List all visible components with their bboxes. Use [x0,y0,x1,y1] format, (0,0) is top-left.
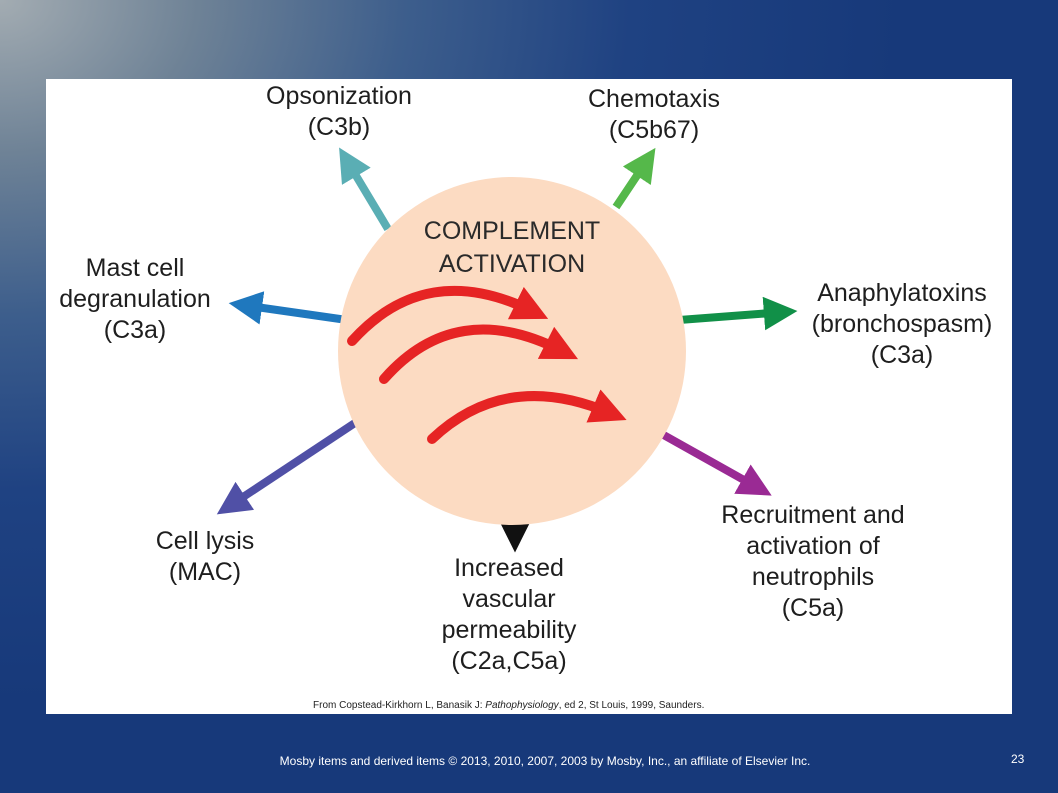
citation-book-title: Pathophysiology [485,700,559,711]
inner-curved-arrow [427,389,627,444]
chemotaxis-arrow [612,147,656,210]
label-line: Opsonization [266,82,412,110]
inner-curved-arrow [347,285,549,346]
copyright-footer: Mosby items and derived items © 2013, 20… [279,754,811,768]
citation-suffix: , ed 2, St Louis, 1999, Saunders. [558,700,705,711]
opsonization-arrow [339,147,392,232]
label-line: (C3b) [307,113,371,141]
label-line: neutrophils [751,563,875,591]
label-line: (bronchospasm) [811,310,993,338]
label-line: permeability [441,616,577,644]
opsonization-label: Opsonization (C3b) [266,81,412,143]
anaphylatoxins-label: Anaphylatoxins (bronchospasm) (C3a) [812,278,993,371]
complement-activation-circle [338,177,686,525]
label-line: (MAC) [168,558,242,586]
label-line: (C3a) [103,316,167,344]
complement-diagram [216,147,798,553]
diagram-panel: COMPLEMENT ACTIVATION Opsonization (C3b)… [46,79,1012,714]
mast-cell-arrow [228,291,355,325]
label-line: vascular [462,585,556,613]
label-line: (C5a) [781,594,845,622]
label-line: Recruitment and [721,501,905,529]
label-line: (C2a,C5a) [451,647,567,675]
label-line: (C3a) [870,341,934,369]
neutrophils-label: Recruitment and activation of neutrophil… [721,500,904,624]
inner-curved-arrow [379,324,579,384]
center-title-line: ACTIVATION [438,250,586,278]
label-line: Anaphylatoxins [817,279,987,307]
cell-lysis-arrow [216,405,379,515]
permeability-label: Increased vascular permeability (C2a,C5a… [442,553,577,677]
source-citation: From Copstead-Kirkhorn L, Banasik J: Pat… [313,700,704,711]
center-title-line: COMPLEMENT [423,217,601,245]
anaphylatoxins-arrow [665,296,798,331]
citation-prefix: From Copstead-Kirkhorn L, Banasik J: [313,700,486,711]
label-line: Chemotaxis [588,85,720,113]
label-line: Increased [454,554,564,582]
label-line: Cell lysis [155,527,255,555]
label-line: degranulation [59,285,211,313]
label-line: Mast cell [85,254,185,282]
page-number: 23 [1011,752,1025,766]
cell-lysis-label: Cell lysis (MAC) [156,526,255,588]
label-line: (C5b67) [608,116,700,144]
mast-cell-label: Mast cell degranulation (C3a) [59,253,211,346]
label-line: activation of [746,532,880,560]
center-title: COMPLEMENT ACTIVATION [424,215,600,281]
chemotaxis-label: Chemotaxis (C5b67) [588,84,720,146]
